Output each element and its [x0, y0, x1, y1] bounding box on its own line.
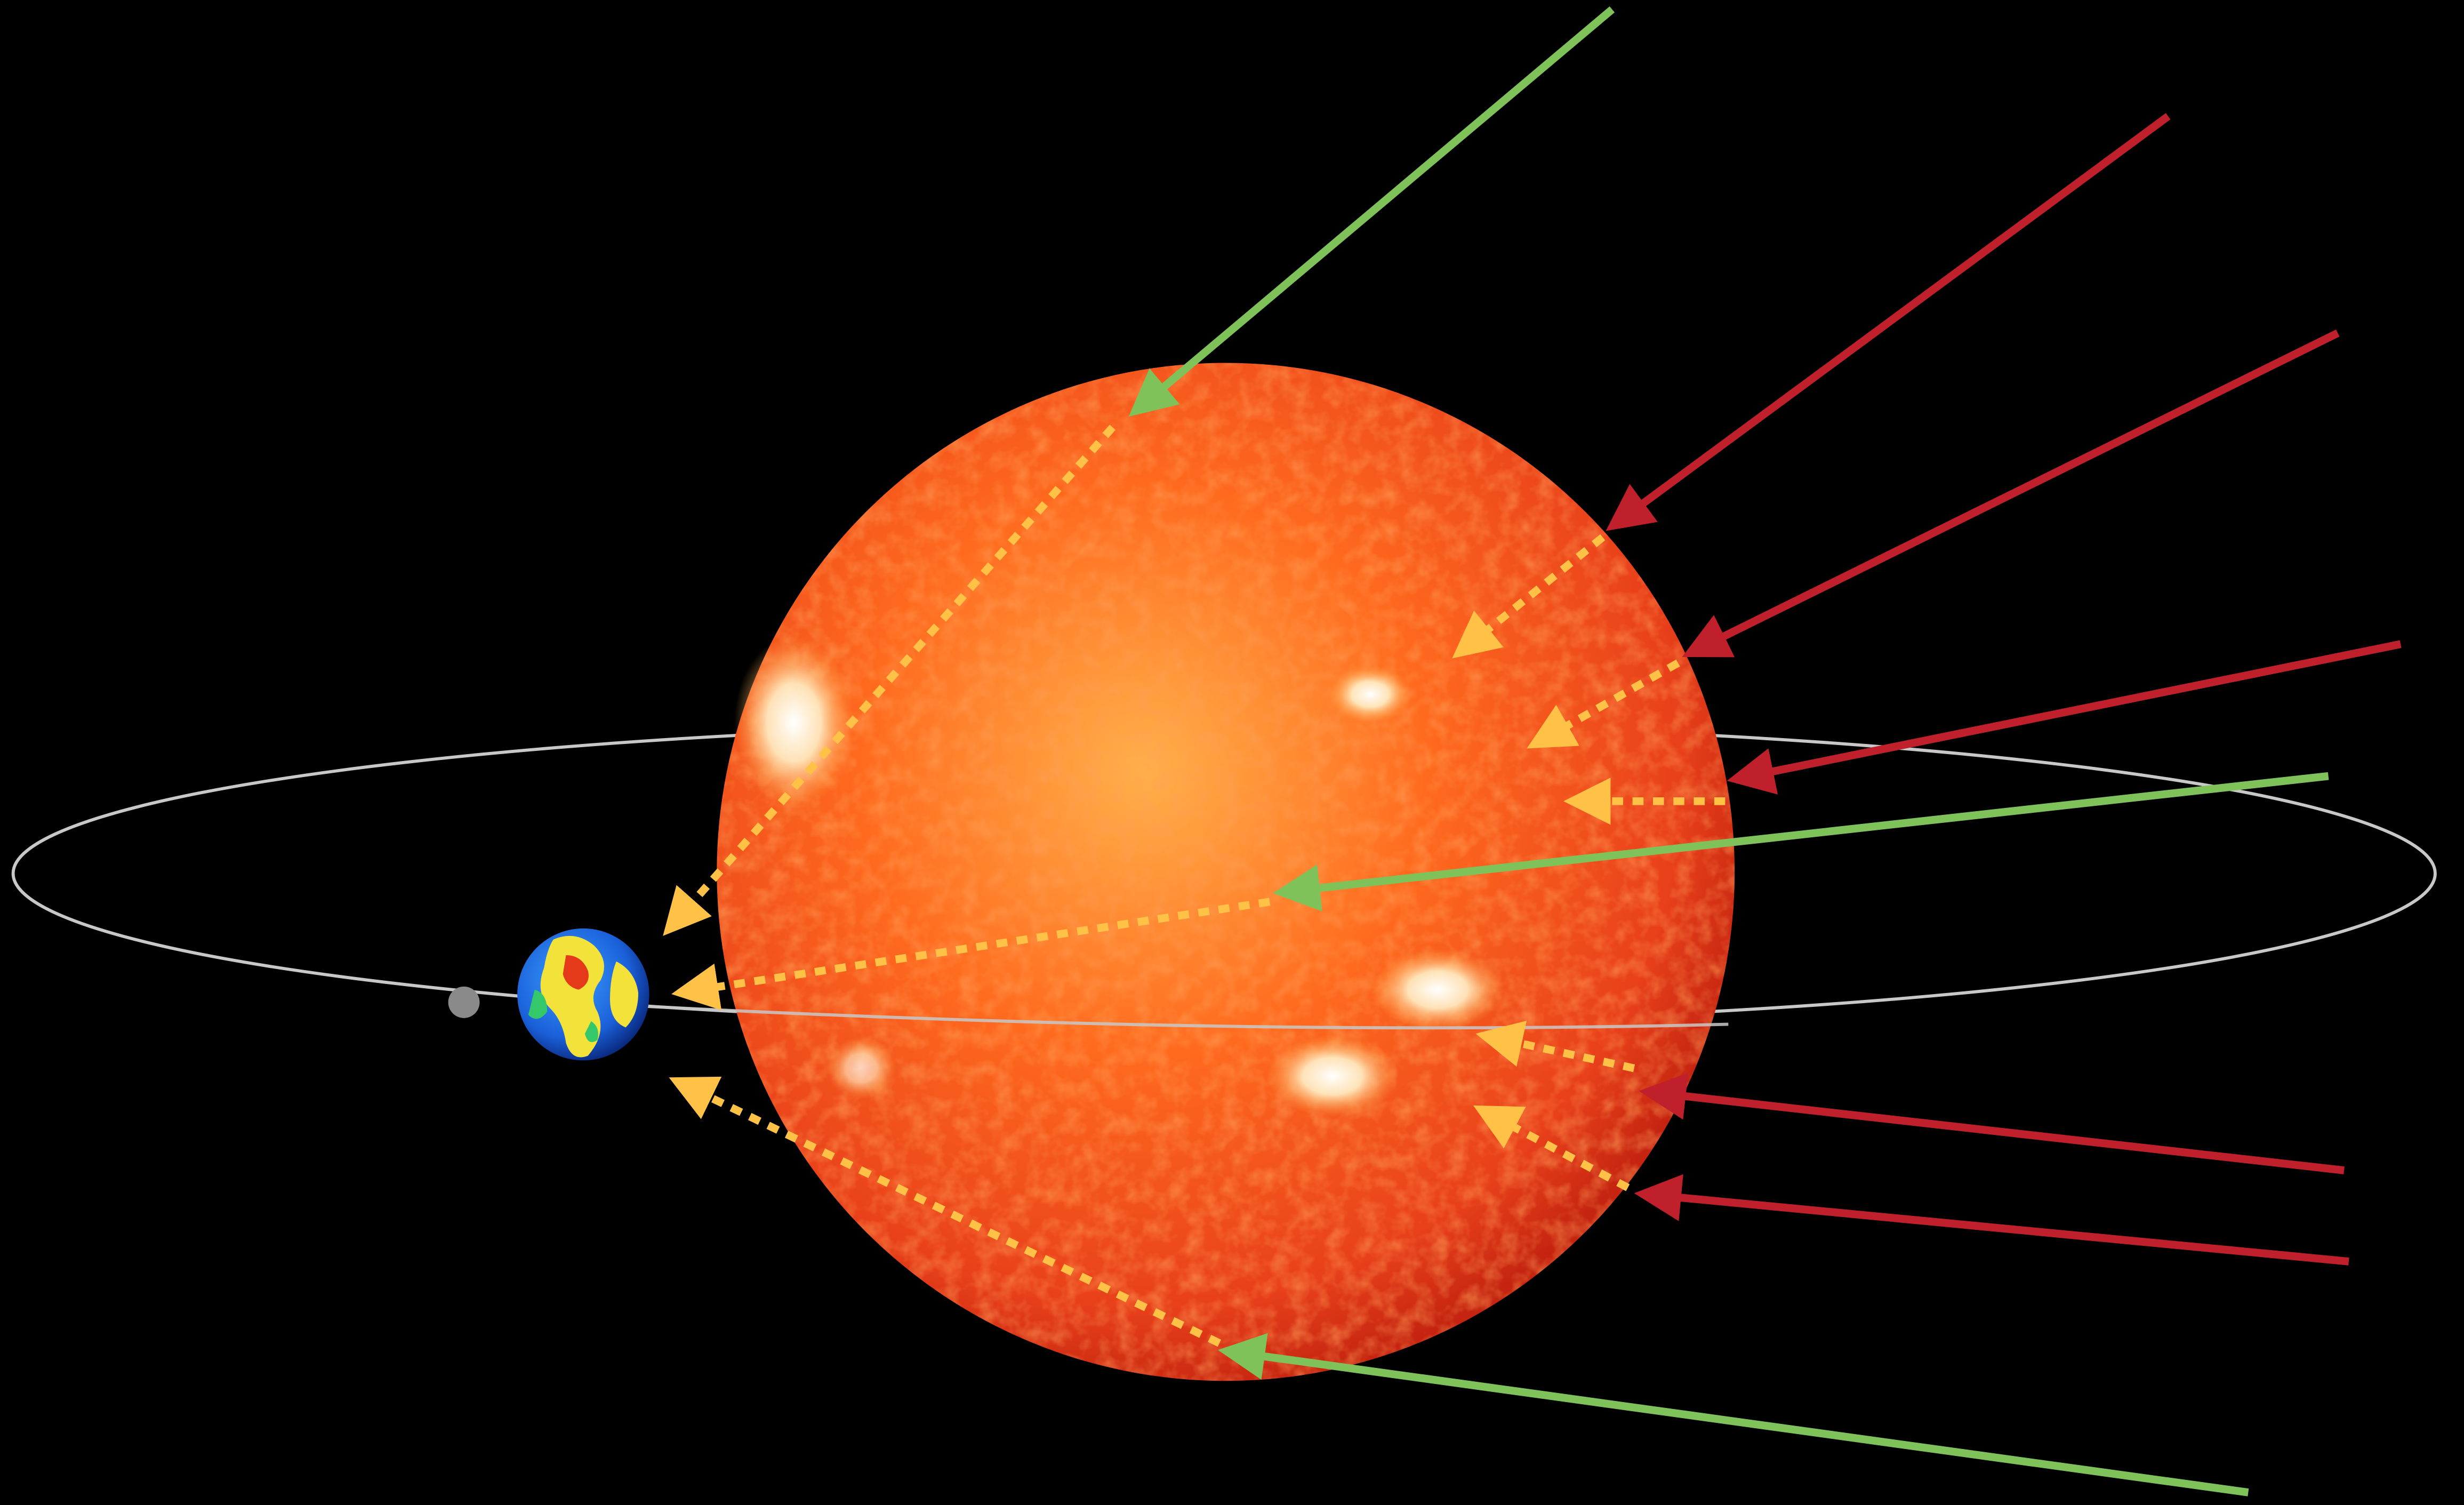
blocked-rays [1606, 113, 2402, 1266]
earth-continent [584, 1021, 598, 1042]
sun-hotspot [1371, 949, 1504, 1031]
blocked-ray [1727, 640, 2402, 795]
arriving-ray [1452, 534, 1606, 659]
moon-icon [448, 986, 480, 1018]
blocked-ray [1639, 1072, 2345, 1174]
earth-orbit-front [629, 1004, 1729, 1030]
passing-ray [1218, 1333, 2249, 1496]
earth-continent [540, 935, 604, 1058]
blocked-ray [1634, 1174, 2349, 1266]
blocked-ray [1682, 329, 2340, 658]
blocked-ray [1606, 113, 2171, 531]
passing-rays [1128, 6, 2329, 1496]
sun-granulation [717, 363, 1735, 1381]
earth-continent [563, 955, 589, 990]
arriving-ray [671, 898, 1271, 1011]
earth-continent [528, 989, 548, 1019]
sun-icon [717, 363, 1735, 1381]
arriving-ray [1475, 1020, 1635, 1072]
arriving-rays [663, 425, 1725, 1347]
sun-hotspot [826, 1037, 896, 1100]
sun-hotspot [1329, 666, 1411, 723]
earth-continent [609, 961, 639, 1028]
sun-hotspot [1266, 1035, 1399, 1117]
globe-icon [517, 928, 649, 1061]
sun-hotspot [734, 636, 854, 810]
passing-ray [1128, 6, 1615, 417]
arriving-ray [663, 425, 1116, 936]
passing-ray [1273, 772, 2329, 911]
arriving-ray [1527, 659, 1680, 749]
arriving-ray [1473, 1105, 1630, 1191]
